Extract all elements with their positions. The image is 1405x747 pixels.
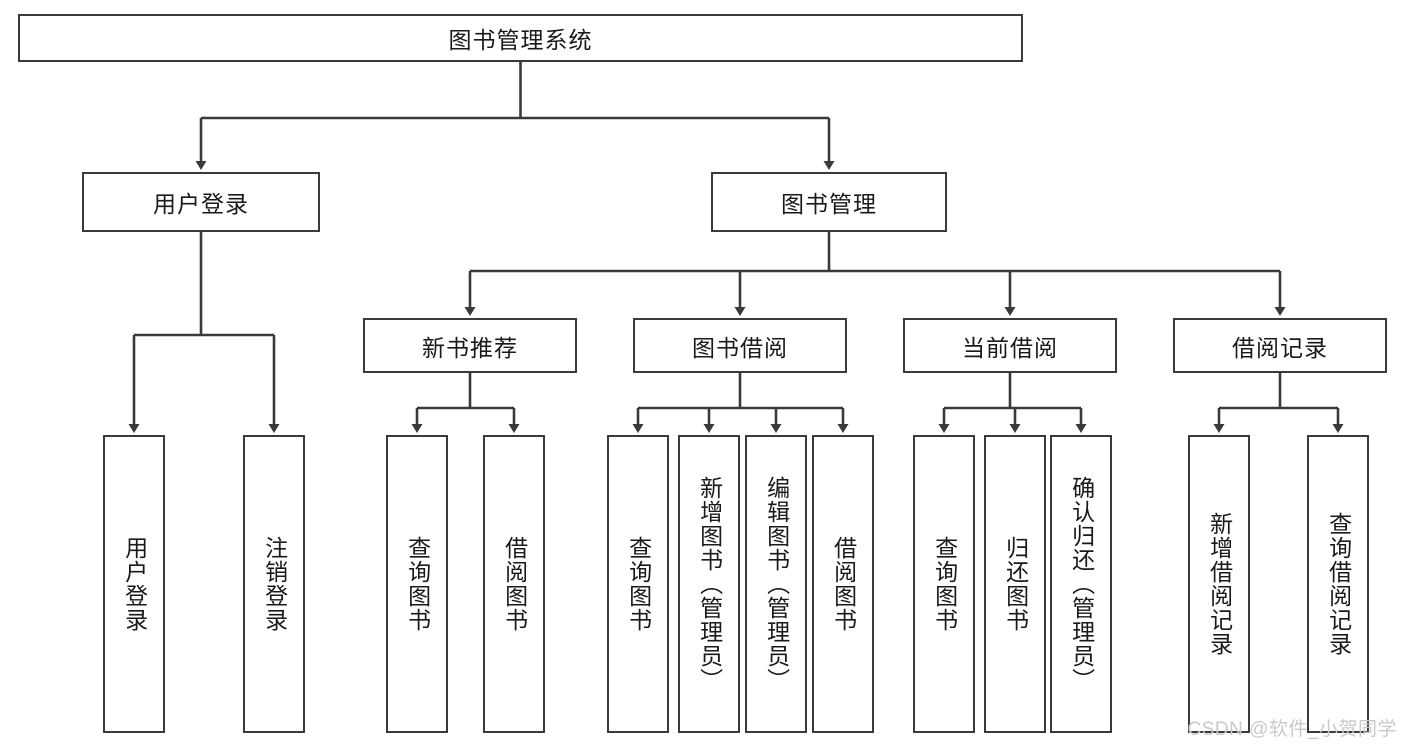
leaf-user-login[interactable]: 用户登录 [103, 435, 165, 733]
node-label: 用户登录 [153, 191, 249, 217]
node-label: 用户登录 [121, 536, 148, 632]
node-book-borrow[interactable]: 图书借阅 [633, 318, 847, 373]
leaf-return-book[interactable]: 归还图书 [984, 435, 1046, 733]
node-label: 注销登录 [261, 536, 288, 632]
node-label: 当前借阅 [962, 334, 1058, 361]
leaf-add-borrow-record[interactable]: 新增借阅记录 [1188, 435, 1250, 733]
node-borrow-records[interactable]: 借阅记录 [1173, 318, 1387, 373]
node-label: 查询图书 [931, 536, 958, 632]
node-label: 确认归还（管理员） [1068, 476, 1095, 692]
node-label: 借阅记录 [1232, 334, 1328, 361]
node-label: 归还图书 [1002, 536, 1029, 632]
node-label: 图书管理系统 [448, 27, 593, 53]
leaf-borrow-book[interactable]: 借阅图书 [812, 435, 874, 733]
leaf-logout[interactable]: 注销登录 [243, 435, 305, 733]
node-label: 查询借阅记录 [1325, 512, 1352, 656]
node-current-borrow[interactable]: 当前借阅 [903, 318, 1117, 373]
node-root[interactable]: 图书管理系统 [18, 14, 1023, 62]
node-label: 查询图书 [625, 536, 652, 632]
node-user-login[interactable]: 用户登录 [82, 172, 320, 232]
node-label: 新增图书（管理员） [696, 476, 723, 692]
node-new-book-recommend[interactable]: 新书推荐 [363, 318, 577, 373]
node-label: 借阅图书 [501, 536, 528, 632]
leaf-edit-book-admin[interactable]: 编辑图书（管理员） [745, 435, 807, 733]
node-label: 借阅图书 [830, 536, 857, 632]
node-label: 编辑图书（管理员） [763, 476, 790, 692]
leaf-query-book-current[interactable]: 查询图书 [913, 435, 975, 733]
node-book-management[interactable]: 图书管理 [711, 172, 947, 232]
leaf-confirm-return-admin[interactable]: 确认归还（管理员） [1050, 435, 1112, 733]
leaf-query-borrow-record[interactable]: 查询借阅记录 [1307, 435, 1369, 733]
node-label: 新增借阅记录 [1206, 512, 1233, 656]
node-label: 图书借阅 [692, 334, 788, 361]
node-label: 查询图书 [404, 536, 431, 632]
leaf-borrow-book-recommend[interactable]: 借阅图书 [483, 435, 545, 733]
leaf-query-book-recommend[interactable]: 查询图书 [386, 435, 448, 733]
csdn-watermark: CSDN @软件_小贺同学 [1187, 719, 1397, 740]
node-label: 新书推荐 [422, 334, 518, 361]
node-label: 图书管理 [781, 191, 877, 217]
leaf-add-book-admin[interactable]: 新增图书（管理员） [678, 435, 740, 733]
leaf-query-book[interactable]: 查询图书 [607, 435, 669, 733]
